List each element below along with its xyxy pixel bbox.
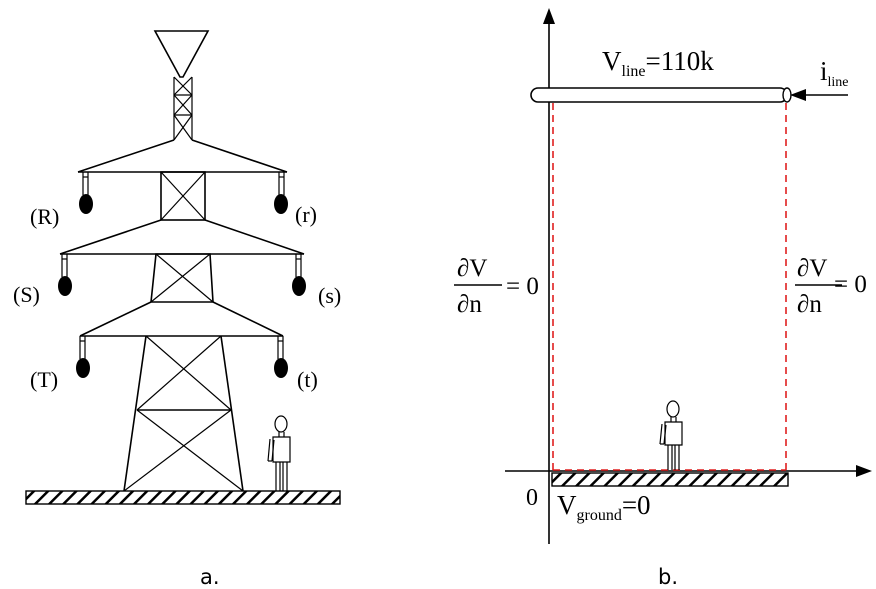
caption-a: a. xyxy=(200,565,220,589)
line-current-label: iline xyxy=(820,56,849,90)
svg-text:∂V: ∂V xyxy=(457,255,487,282)
origin-label: 0 xyxy=(526,485,538,511)
tower-section-1 xyxy=(160,171,206,221)
insulator-S xyxy=(58,254,72,296)
person-figure-a xyxy=(267,415,291,491)
conductor-line xyxy=(530,87,792,103)
tower-mast xyxy=(173,76,193,141)
crossarm-lower xyxy=(79,301,284,337)
crossarm-middle xyxy=(59,219,305,255)
person-figure-b xyxy=(659,400,683,470)
current-arrow-head xyxy=(790,89,806,101)
tower-top-funnel xyxy=(153,30,210,78)
panel-a-tower: (R) (r) (S) (s) (T) (t) xyxy=(13,30,341,505)
panel-b-domain: Vline=110k iline ∂V ∂n = 0 ∂V ∂n = 0 0 V… xyxy=(454,8,872,544)
bc-right: ∂V ∂n = 0 xyxy=(795,255,867,318)
bc-left: ∂V ∂n = 0 xyxy=(454,255,539,318)
phase-label-R: (R) xyxy=(30,204,59,229)
crossarm-upper xyxy=(77,139,288,173)
line-voltage-label: Vline=110k xyxy=(602,46,714,80)
y-axis-arrow xyxy=(543,8,555,24)
ground-voltage-label: Vground=0 xyxy=(557,490,651,524)
insulator-s xyxy=(292,254,306,296)
phase-label-t: (t) xyxy=(297,367,318,392)
ground-hatch-b xyxy=(551,472,789,487)
insulator-r xyxy=(274,172,288,214)
ground-hatch-a xyxy=(25,490,341,505)
svg-text:∂V: ∂V xyxy=(797,255,827,282)
caption-b: b. xyxy=(658,565,678,589)
svg-text:= 0: = 0 xyxy=(834,271,867,298)
insulator-R xyxy=(79,172,93,214)
x-axis-arrow xyxy=(856,465,872,477)
phase-label-r: (r) xyxy=(295,202,317,227)
svg-text:= 0: = 0 xyxy=(506,273,539,300)
boundary-dashed xyxy=(552,103,787,471)
phase-label-s: (s) xyxy=(318,283,341,308)
tower-body xyxy=(123,335,244,492)
svg-text:∂n: ∂n xyxy=(797,291,822,318)
svg-text:∂n: ∂n xyxy=(457,291,482,318)
insulator-T xyxy=(76,336,90,378)
insulator-t xyxy=(274,336,288,378)
phase-label-S: (S) xyxy=(13,282,40,307)
phase-label-T: (T) xyxy=(30,367,58,392)
